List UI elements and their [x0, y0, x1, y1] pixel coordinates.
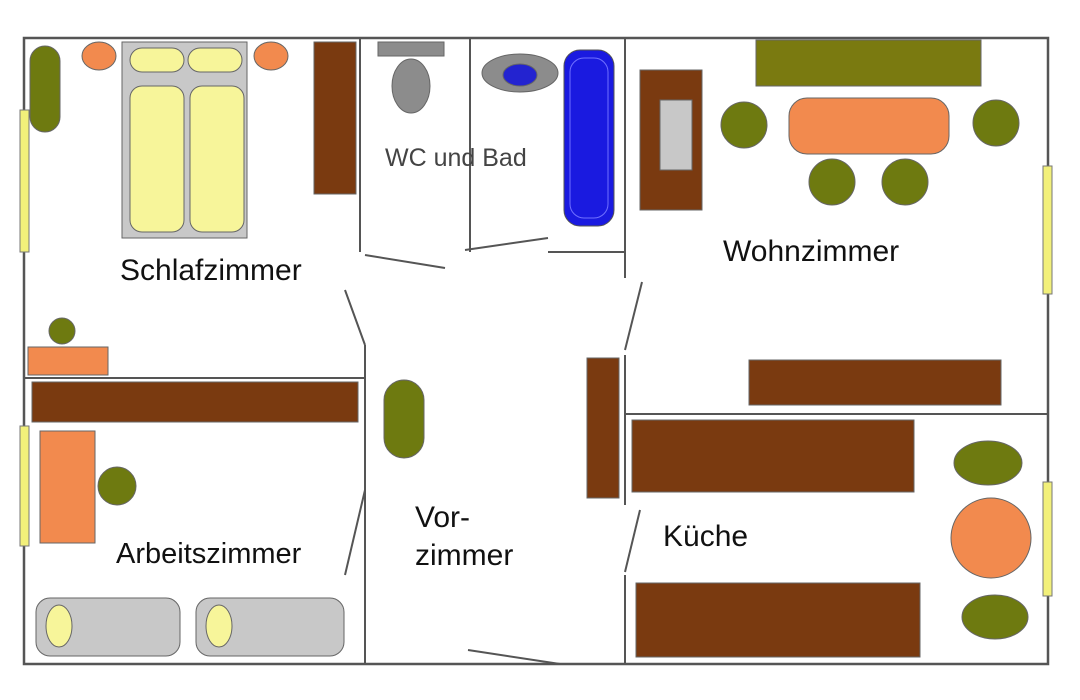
label-hallway-2: zimmer	[415, 539, 513, 572]
tv-screen	[659, 99, 693, 171]
outer-wall	[22, 36, 1050, 666]
plant-bedroom	[29, 45, 61, 133]
shelf-study	[31, 381, 359, 423]
label-kitchen: Küche	[663, 520, 748, 553]
hallway-cabinet	[586, 357, 620, 499]
desk-study	[39, 430, 96, 544]
nightstand-left	[81, 41, 117, 71]
bathtub	[563, 49, 615, 227]
kitchen-counter-bottom	[635, 582, 921, 658]
label-study: Arbeitszimmer	[116, 538, 302, 570]
sink-water	[502, 63, 538, 87]
kitchen-chair-top	[953, 440, 1023, 486]
sofa	[748, 359, 1002, 406]
window-bedroom	[19, 109, 30, 253]
label-hallway-1: Vor-	[415, 501, 470, 534]
door-study	[344, 489, 366, 576]
bed-study-left	[35, 597, 181, 657]
plant-study	[48, 317, 76, 345]
kitchen-furniture	[631, 419, 1032, 658]
window-living	[1042, 165, 1053, 295]
door-kitchen	[624, 509, 641, 573]
pillow-study-left	[45, 604, 73, 648]
pillow-left	[129, 47, 185, 73]
windows	[19, 109, 1053, 597]
label-bathroom: WC und Bad	[385, 144, 527, 172]
sideboard	[755, 39, 982, 87]
door-living	[624, 281, 643, 351]
door-entrance	[467, 649, 561, 665]
small-table-study	[27, 346, 109, 376]
living-furniture	[639, 39, 1020, 406]
window-study	[19, 425, 30, 547]
interior-walls	[24, 38, 1048, 664]
kitchen-counter-top	[631, 419, 915, 493]
kitchen-chair-bottom	[961, 594, 1029, 640]
door-bathroom-right	[464, 237, 549, 251]
nightstand-right	[253, 41, 289, 71]
window-kitchen	[1042, 481, 1053, 597]
mattress-right	[189, 85, 245, 233]
study-furniture	[27, 317, 359, 657]
mattress-left	[129, 85, 185, 233]
doors	[344, 237, 643, 665]
chair-bottom-left	[808, 158, 856, 206]
bedroom-furniture	[29, 41, 357, 239]
bathroom-furniture	[377, 41, 615, 227]
label-bedroom: Schlafzimmer	[120, 254, 302, 287]
pillow-study-right	[205, 604, 233, 648]
bathtub-inner	[569, 57, 609, 219]
chair-study	[97, 466, 137, 506]
toilet-tank	[377, 41, 445, 57]
door-bedroom	[344, 289, 366, 346]
label-living-room: Wohnzimmer	[723, 235, 899, 268]
coffee-table	[788, 97, 950, 155]
wardrobe	[313, 41, 357, 195]
kitchen-table	[950, 497, 1032, 579]
plant-hallway	[383, 379, 425, 459]
pillow-right	[187, 47, 243, 73]
chair-bottom-right	[881, 158, 929, 206]
door-bathroom	[364, 254, 446, 269]
toilet-bowl	[391, 58, 431, 114]
chair-right	[972, 99, 1020, 147]
chair-left	[720, 101, 768, 149]
bed-study-right	[195, 597, 345, 657]
hallway-furniture	[383, 357, 620, 499]
